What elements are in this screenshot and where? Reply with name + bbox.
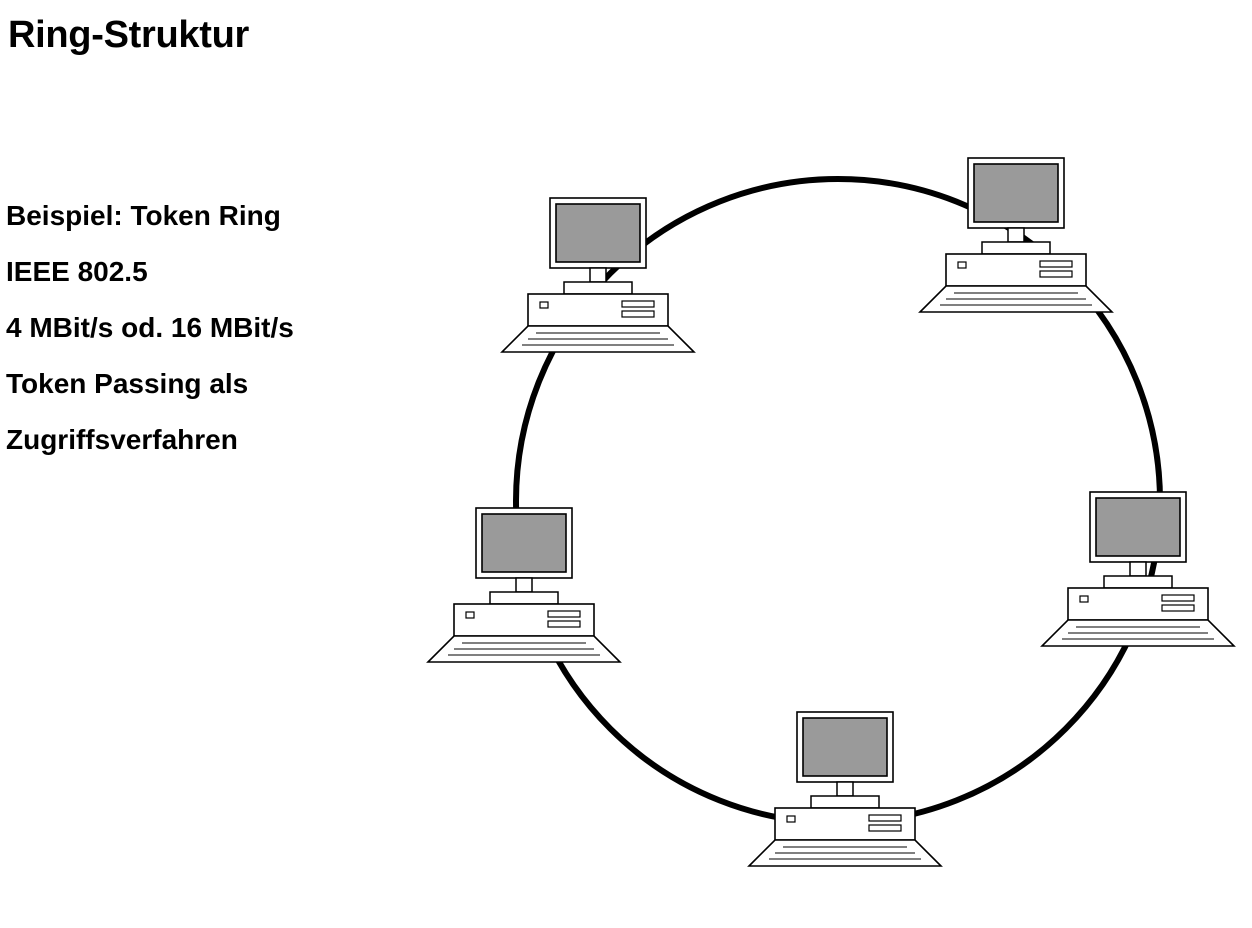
info-line: Zugriffsverfahren bbox=[6, 424, 238, 455]
info-list: Beispiel: Token Ring IEEE 802.5 4 MBit/s… bbox=[6, 188, 294, 468]
info-line: Token Passing als bbox=[6, 368, 249, 399]
computer-node-icon bbox=[427, 507, 621, 663]
computer-node-icon bbox=[501, 197, 695, 353]
computer-node-icon bbox=[1041, 491, 1235, 647]
info-line: Beispiel: Token Ring bbox=[6, 200, 281, 231]
computer-node-icon bbox=[748, 711, 942, 867]
computer-node-icon bbox=[919, 157, 1113, 313]
info-line: IEEE 802.5 bbox=[6, 256, 148, 287]
info-line: 4 MBit/s od. 16 MBit/s bbox=[6, 312, 294, 343]
page-title: Ring-Struktur bbox=[8, 14, 249, 56]
